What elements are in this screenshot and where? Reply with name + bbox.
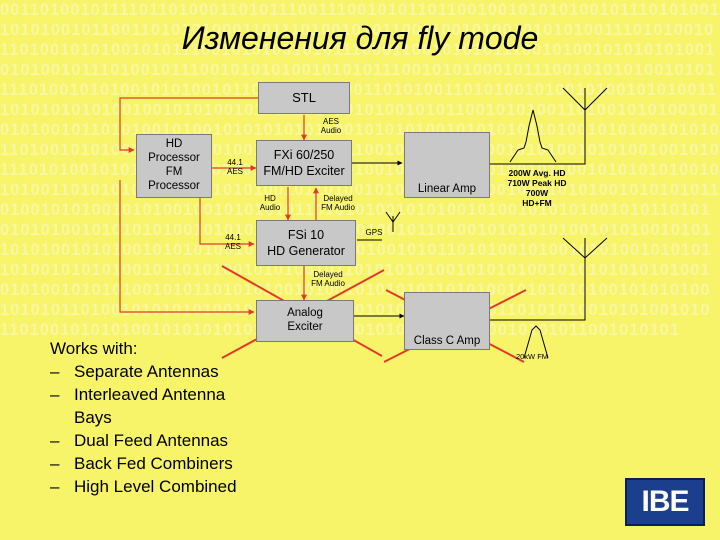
gps-label: GPS bbox=[365, 228, 383, 237]
ibe-logo: IBE bbox=[625, 478, 705, 526]
linear-amp-box: Linear Amp bbox=[404, 132, 490, 198]
hd-processor-box: HD Processor FM Processor bbox=[136, 134, 212, 198]
linear-amp-label: Linear Amp bbox=[417, 183, 477, 195]
works-with-item: Interleaved Antenna Bays bbox=[50, 383, 264, 429]
aes-audio-label: AES Audio bbox=[320, 117, 342, 135]
works-with-item: Dual Feed Antennas bbox=[50, 429, 264, 452]
aes-44-label-top: 44.1 AES bbox=[226, 158, 243, 176]
analog-exciter-box: Analog Exciter bbox=[256, 300, 354, 342]
slide-title: Изменения для fly mode bbox=[181, 20, 539, 56]
power-spec-label: 200W Avg. HD 710W Peak HD 700W HD+FM bbox=[507, 168, 567, 208]
works-with-heading: Works with: bbox=[50, 339, 138, 358]
delayed-fm-audio-label-2: Delayed FM Audio bbox=[311, 270, 345, 288]
works-with-item: Separate Antennas bbox=[50, 360, 264, 383]
stl-box: STL bbox=[258, 82, 350, 114]
power-fm-label: 20kW FM bbox=[515, 352, 549, 361]
hd-audio-label: HD Audio bbox=[259, 194, 281, 212]
class-c-amp-box: Class C Amp bbox=[404, 292, 490, 350]
works-with-list: Works with: Separate Antennas Interleave… bbox=[50, 337, 264, 498]
aes-44-label-bottom: 44.1 AES bbox=[224, 233, 241, 251]
class-c-amp-label: Class C Amp bbox=[413, 335, 481, 347]
works-with-item: High Level Combined bbox=[50, 475, 264, 498]
works-with-item: Back Fed Combiners bbox=[50, 452, 264, 475]
fsi-generator-box: FSi 10 HD Generator bbox=[256, 220, 356, 266]
delayed-fm-audio-label-1: Delayed FM Audio bbox=[321, 194, 355, 212]
fxi-exciter-box: FXi 60/250 FM/HD Exciter bbox=[256, 140, 352, 186]
